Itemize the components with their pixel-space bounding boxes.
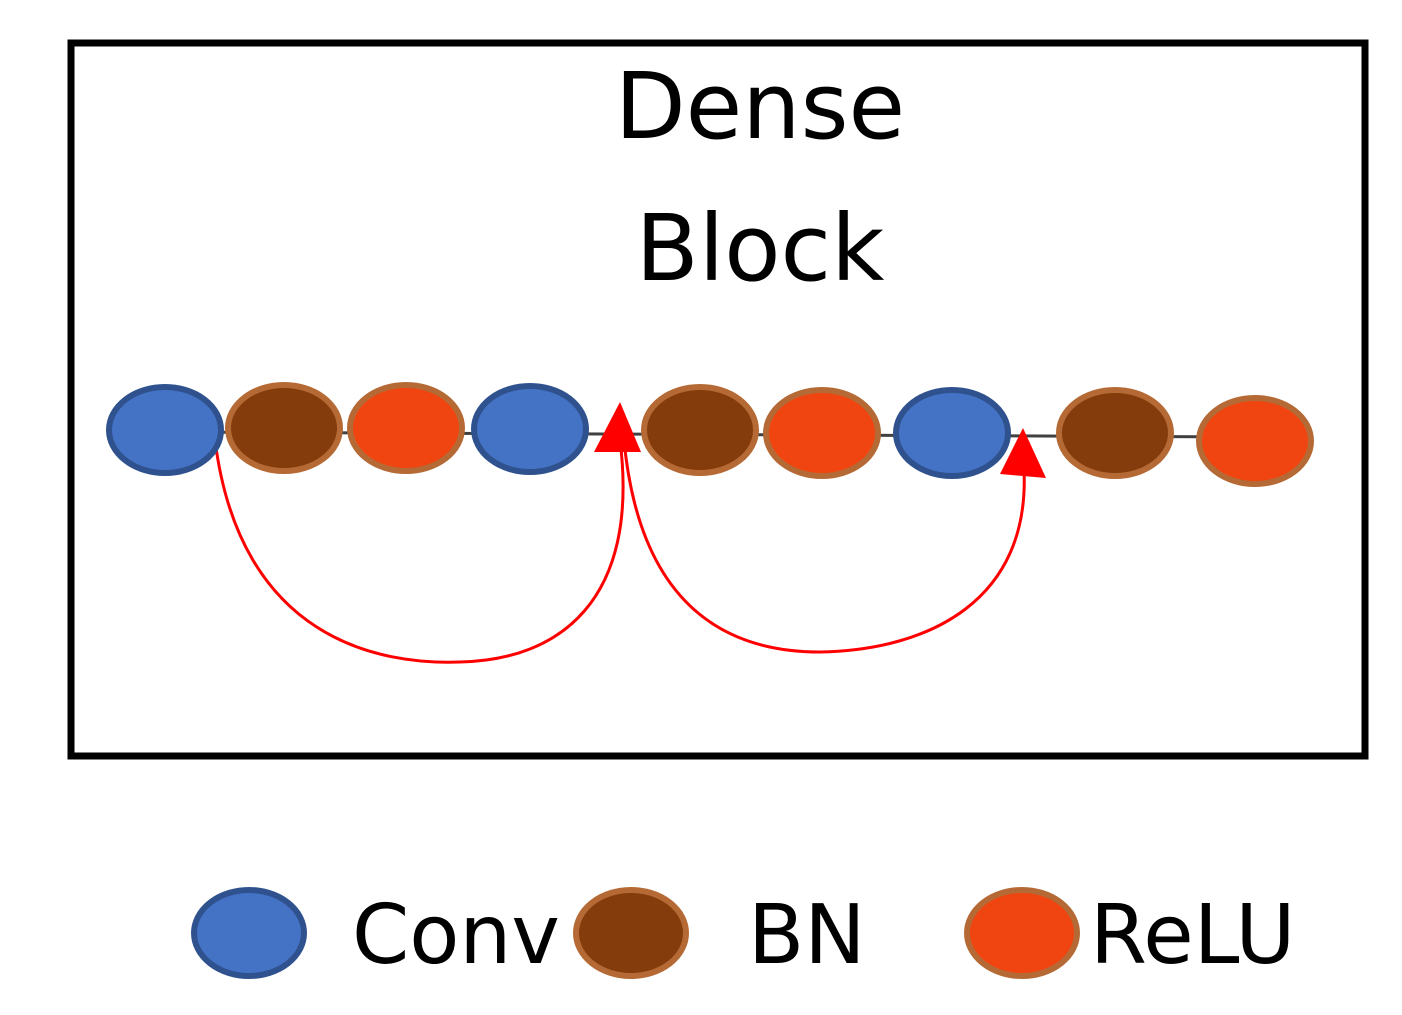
legend-swatch-conv	[191, 887, 307, 979]
relu-node	[1196, 395, 1314, 487]
legend-swatch-relu	[964, 887, 1080, 979]
bn-node	[1056, 387, 1174, 479]
layer-nodes	[106, 382, 1314, 487]
legend-label-bn: BN	[748, 888, 866, 983]
conv-node	[106, 384, 224, 476]
legend-swatch-bn	[573, 887, 689, 979]
legend-label-relu: ReLU	[1090, 888, 1295, 983]
skip-connection-arc-1	[213, 439, 625, 664]
skip-arrowhead-2	[1000, 428, 1046, 478]
block-title-line2: Block	[636, 195, 886, 302]
conv-node	[471, 383, 589, 475]
bn-node	[225, 382, 343, 474]
block-title-line1: Dense	[615, 53, 905, 160]
legend: Conv BN ReLU	[191, 887, 1295, 983]
skip-connection-arc-2	[622, 439, 1026, 654]
skip-arrowhead-1	[594, 402, 641, 452]
relu-node	[347, 382, 465, 474]
relu-node	[763, 387, 881, 479]
dense-block-frame	[67, 39, 1369, 760]
conv-node	[893, 387, 1011, 479]
bn-node	[641, 384, 759, 476]
legend-label-conv: Conv	[352, 888, 560, 983]
